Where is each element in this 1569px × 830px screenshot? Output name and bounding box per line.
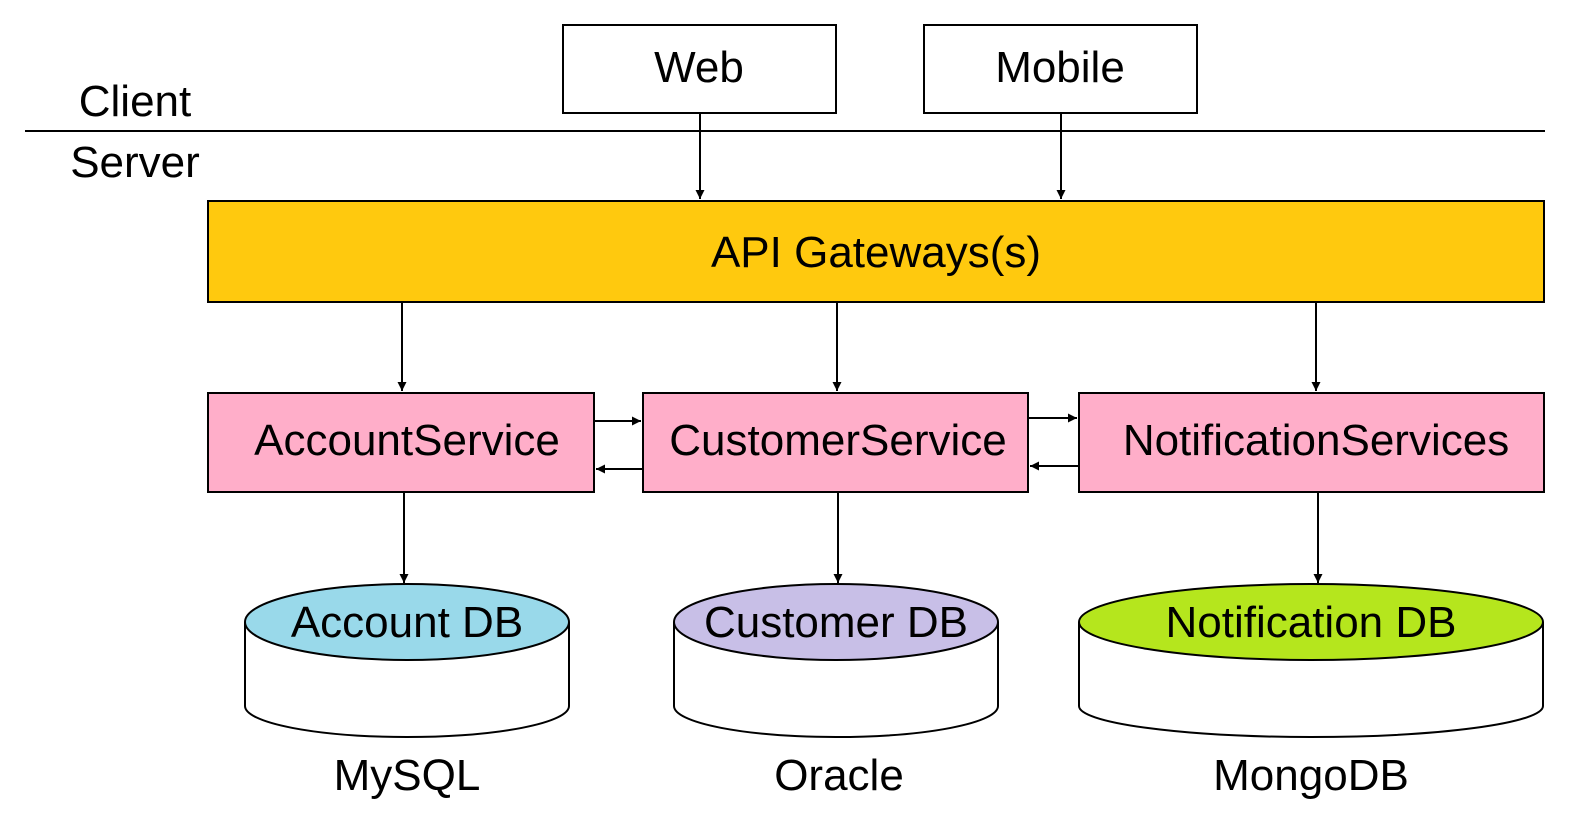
notification-service-box: NotificationServices [1078,392,1545,493]
mobile-client-box: Mobile [923,24,1198,114]
account-db-cylinder: Account DB [244,583,570,738]
api-gateway-box: API Gateways(s) [207,200,1545,303]
customer-db-label: Customer DB [704,598,968,647]
client-zone-label: Client [79,77,192,126]
customer-service-box: CustomerService [642,392,1029,493]
notification-db-label: Notification DB [1165,598,1456,647]
mongodb-engine-label: MongoDB [1213,751,1409,800]
account-db-label: Account DB [291,598,523,647]
server-zone-label: Server [70,138,200,187]
account-service-box: AccountService [207,392,595,493]
oracle-engine-label: Oracle [774,751,904,800]
customer-service-label: CustomerService [669,416,1006,465]
web-client-label: Web [654,43,744,92]
mobile-client-label: Mobile [995,43,1125,92]
customer-db-cylinder: Customer DB [673,583,999,738]
mysql-engine-label: MySQL [334,751,481,800]
web-client-box: Web [562,24,837,114]
notification-service-label: NotificationServices [1123,416,1509,465]
api-gateway-label: API Gateways(s) [711,228,1041,277]
notification-db-cylinder: Notification DB [1078,583,1544,738]
account-service-label: AccountService [254,416,560,465]
